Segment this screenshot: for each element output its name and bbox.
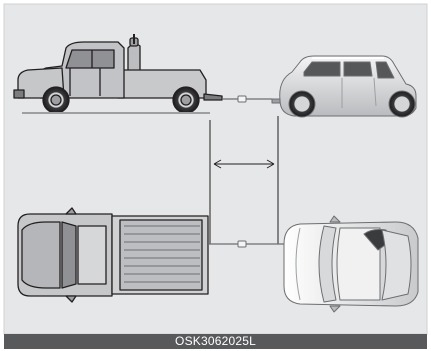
tow-line-connector-top <box>238 241 246 247</box>
tow-line-connector <box>238 96 246 102</box>
car-top-icon <box>284 216 418 312</box>
tow-truck-top-icon <box>18 208 208 302</box>
figure-code-label: OSK3062025L <box>4 334 427 349</box>
